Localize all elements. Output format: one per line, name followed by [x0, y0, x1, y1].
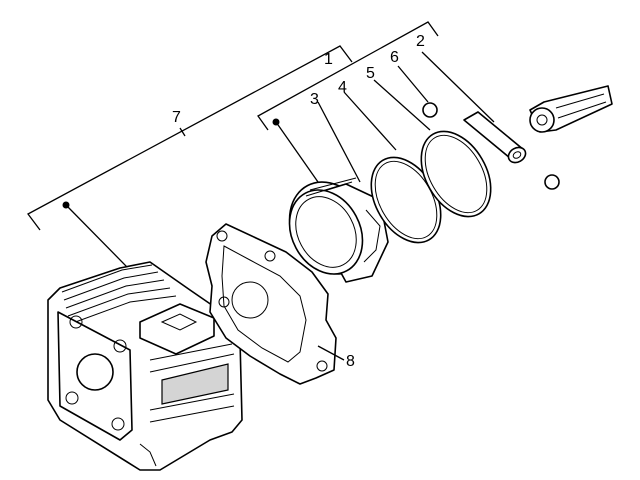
callout-3: 3 [310, 91, 319, 108]
callout-6: 6 [390, 49, 399, 66]
callout-5: 5 [366, 65, 375, 82]
circlip-6 [397, 65, 560, 190]
gasket [205, 223, 345, 385]
piston [288, 101, 389, 283]
callout-7: 7 [172, 109, 181, 126]
callout-4: 4 [338, 79, 347, 96]
cylinder [47, 261, 243, 471]
callout-8: 8 [346, 353, 355, 370]
piston-pin [421, 51, 527, 164]
piston-ring-5 [373, 79, 492, 218]
callout-1: 1 [324, 51, 333, 68]
group-bracket-7 [27, 45, 353, 269]
connecting-rod-end [529, 85, 613, 133]
callout-2: 2 [416, 33, 425, 50]
group-bracket-1 [257, 21, 439, 183]
